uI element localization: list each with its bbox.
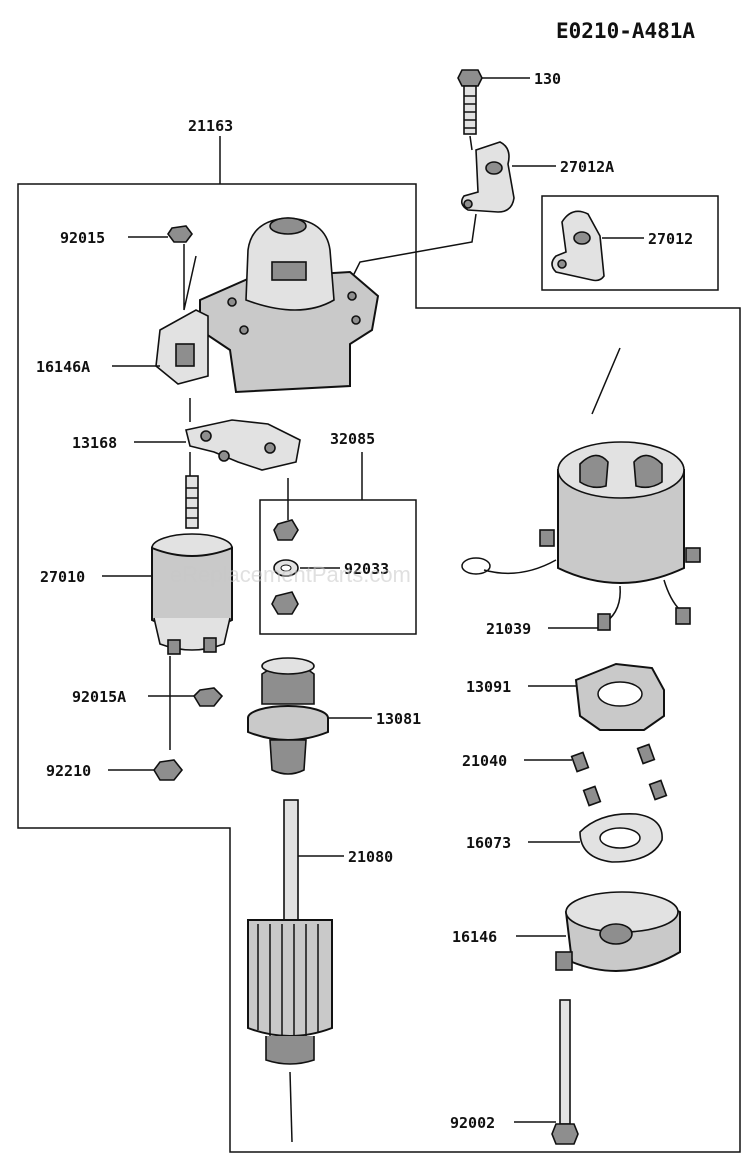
nut-92015A xyxy=(192,687,224,707)
through-bolt-92002 xyxy=(551,999,579,1145)
label-13091: 13091 xyxy=(466,678,511,696)
bracket-27012A xyxy=(460,141,515,213)
bracket-27012 xyxy=(551,210,605,282)
bolt-130 xyxy=(457,69,483,135)
springs-21040 xyxy=(570,743,668,807)
rear-cover-16146 xyxy=(555,891,681,972)
pinion-13081 xyxy=(247,657,329,775)
label-27012: 27012 xyxy=(648,230,693,248)
assembly-boundary xyxy=(17,183,741,1153)
label-13081: 13081 xyxy=(376,710,421,728)
label-92210: 92210 xyxy=(46,762,91,780)
plate-16073 xyxy=(579,813,663,863)
label-16146: 16146 xyxy=(452,928,497,946)
axis-21039 xyxy=(591,347,621,415)
label-21163: 21163 xyxy=(188,117,233,135)
nut-92015 xyxy=(167,225,193,243)
bolt-axis-130 xyxy=(469,135,473,151)
solenoid-27010 xyxy=(151,533,233,655)
bracket-link xyxy=(351,213,477,279)
brush-plate-13091 xyxy=(574,662,665,731)
label-92002: 92002 xyxy=(450,1114,495,1132)
diagram-code: E0210-A481A xyxy=(556,19,695,43)
label-21080: 21080 xyxy=(348,848,393,866)
label-92033: 92033 xyxy=(344,560,389,578)
watermark: eReplacementParts.com xyxy=(170,562,411,587)
label-27012A: 27012A xyxy=(560,158,614,176)
label-130: 130 xyxy=(534,70,561,88)
label-13168: 13168 xyxy=(72,434,117,452)
label-27010: 27010 xyxy=(40,568,85,586)
armature-21080 xyxy=(247,799,333,1065)
solenoid-stud xyxy=(185,475,199,529)
label-21040: 21040 xyxy=(462,752,507,770)
bracket-box xyxy=(541,195,719,291)
yoke-21039 xyxy=(461,441,701,631)
label-16073: 16073 xyxy=(466,834,511,852)
label-21039: 21039 xyxy=(486,620,531,638)
label-92015A: 92015A xyxy=(72,688,126,706)
label-16146A: 16146A xyxy=(36,358,90,376)
label-32085: 32085 xyxy=(330,430,375,448)
brush-holder-13168 xyxy=(185,419,301,471)
axis-92015 xyxy=(183,244,197,311)
hardware-box xyxy=(259,499,417,635)
front-housing-16146A xyxy=(155,217,380,394)
axis-21080 xyxy=(289,1071,293,1143)
label-92015: 92015 xyxy=(60,229,105,247)
nut-92210 xyxy=(153,759,184,781)
hardware-32085 xyxy=(271,519,299,615)
